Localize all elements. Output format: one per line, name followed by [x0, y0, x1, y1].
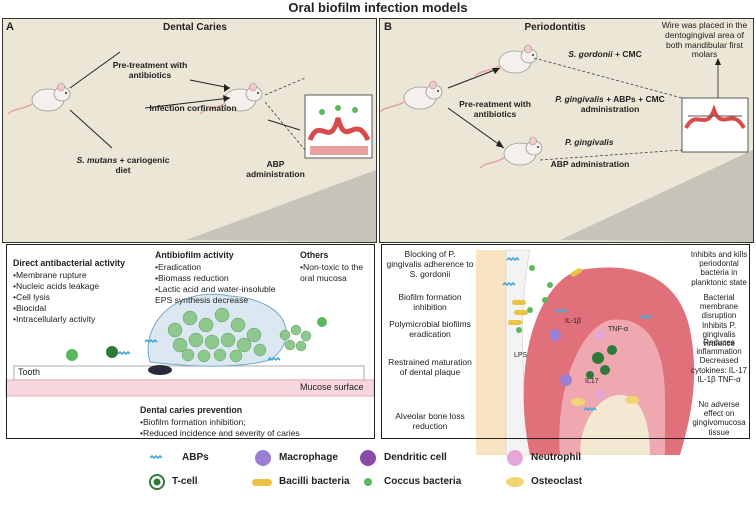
b-left-note-0: Blocking of P. gingivalis adherence to S… — [386, 249, 474, 279]
a-smutans-suffix: + cariogenic diet — [115, 155, 170, 175]
b-right-note-2: Reduces inflammation Decreased cytokines… — [690, 338, 748, 384]
b-pging-combo-suffix: + ABPs + CMC administration — [580, 94, 665, 114]
panel-b-inset — [681, 97, 749, 153]
legend-coccus: Coccus bacteria — [384, 476, 462, 487]
legend-tcell: T-cell — [172, 476, 198, 487]
panel-a-heading: Dental Caries — [163, 22, 227, 33]
tooth-label: Tooth — [18, 367, 41, 377]
legend-bacilli: Bacilli bacteria — [279, 476, 350, 487]
a-pretreat: Pre-treatment with antibiotics — [112, 60, 188, 80]
b-cocci — [516, 265, 553, 333]
legend-neutrophil-icon — [507, 450, 523, 466]
direct-title: Direct antibacterial activity — [13, 258, 125, 268]
b-right-note-3: No adverse effect on gingivomucosa tissu… — [692, 400, 746, 437]
antibiofilm-title: Antibiofilm activity — [155, 250, 234, 260]
b-neutrophils — [595, 330, 605, 400]
b-lps: LPS — [514, 352, 528, 359]
b-sgordonii: S. gordonii + CMC — [560, 49, 650, 60]
prevention-title: Dental caries prevention — [140, 405, 243, 415]
b-right-note-0: Inhibits and kills periodontal bacteria … — [690, 250, 748, 287]
legend-osteoclast-icon — [506, 477, 524, 487]
b-right-note-1: Bacterial membrane disruption Inhibits P… — [699, 293, 739, 348]
b-abp: ABP administration — [550, 159, 630, 169]
figure-title: Oral biofilm infection models — [288, 0, 468, 15]
b-left-note-1: Biofilm formation inhibition — [398, 292, 462, 312]
mucose-label: Mucose surface — [300, 382, 364, 392]
legend-macrophage-icon — [255, 450, 271, 466]
b-sgordonii-suffix: + CMC — [615, 49, 642, 59]
b-osteoclasts — [571, 396, 639, 406]
mouse-b-left — [379, 80, 443, 113]
b-macrophages — [549, 329, 572, 386]
b-pging-combo: P. gingivalis + ABPs + CMC administratio… — [545, 94, 675, 115]
list-item: •Membrane rupture — [13, 270, 87, 280]
legend-abps: ABPs — [182, 452, 209, 463]
panel-a-letter: A — [6, 21, 14, 33]
b-left-note-4: Alveolar bone loss reduction — [395, 411, 465, 431]
antibiofilm-list: •Eradication •Biomass reduction •Lactic … — [155, 262, 295, 306]
panel-a-wedge — [186, 170, 376, 242]
list-item: •Lactic acid and water-insoluble EPS syn… — [155, 284, 276, 305]
panel-b-letter: B — [384, 21, 392, 33]
b-wire: Wire was placed in the dentogingival are… — [661, 20, 748, 60]
panel-b-heading: Periodontitis — [524, 22, 586, 33]
b-pging: P. gingivalis — [565, 137, 614, 148]
list-item: •Reduced incidence and severity of carie… — [140, 428, 300, 438]
legend-neutrophil: Neutrophil — [531, 452, 581, 463]
biofilm-cocci — [167, 307, 267, 363]
legend-dendritic-icon — [360, 450, 376, 466]
bone-strip — [476, 250, 506, 455]
legend-abps-icon — [149, 455, 163, 459]
b-tcells — [586, 345, 617, 379]
b-il17: IL17 — [585, 378, 599, 385]
b-bacilli — [508, 268, 582, 325]
list-item: •Non-toxic to the oral mucosa — [300, 262, 364, 283]
legend-coccus-icon — [364, 478, 372, 486]
list-item: •Nucleic acids leakage — [13, 281, 100, 291]
list-item: •Cell lysis — [13, 292, 50, 302]
b-pging-combo-name: P. gingivalis — [555, 94, 604, 104]
a-smutans: S. mutans + cariogenic diet — [68, 155, 178, 176]
a-smutans-name: S. mutans — [76, 155, 118, 165]
prevention-list: •Biofilm formation inhibition; •Reduced … — [140, 417, 300, 439]
list-item: •Eradication — [155, 262, 202, 272]
b-left-note-2: Polymicrobial biofilms eradication — [389, 319, 471, 339]
mouse-b-bottom — [479, 136, 543, 169]
legend-macrophage: Macrophage — [279, 452, 338, 463]
b-left-note-3: Restrained maturation of dental plaque — [388, 357, 472, 377]
list-item: •Intracellularly activity — [13, 314, 96, 324]
mouse-a-left — [7, 82, 71, 115]
mouse-b-top — [474, 44, 538, 77]
b-tnf: TNF-α — [608, 326, 628, 333]
legend-dendritic: Dendritic cell — [384, 452, 447, 463]
b-pging-name: P. gingivalis — [565, 137, 614, 147]
a-abp: ABP administration — [246, 159, 305, 179]
a-infection: Infection corfirmation — [149, 103, 237, 113]
list-item: •Biocidal — [13, 303, 47, 313]
panel-b-bottom — [381, 244, 750, 439]
panel-a-bottom — [6, 244, 375, 439]
b-sgordonii-name: S. gordonii — [568, 49, 613, 59]
b-pretreat: Pre-reatment with antibiotics — [459, 99, 531, 119]
legend-osteoclast: Osteoclast — [531, 476, 583, 487]
others-list: •Non-toxic to the oral mucosa — [300, 262, 372, 284]
small-cluster — [279, 324, 312, 352]
list-item: •Biomass reduction — [155, 273, 229, 283]
list-item: •Biofilm formation inhibition; — [140, 417, 246, 427]
legend-bacilli-icon — [252, 479, 272, 486]
b-il1b: IL-1β — [565, 318, 582, 325]
panel-b-wedge — [560, 150, 753, 242]
others-title: Others — [300, 250, 329, 260]
direct-list: •Membrane rupture •Nucleic acids leakage… — [13, 270, 99, 325]
